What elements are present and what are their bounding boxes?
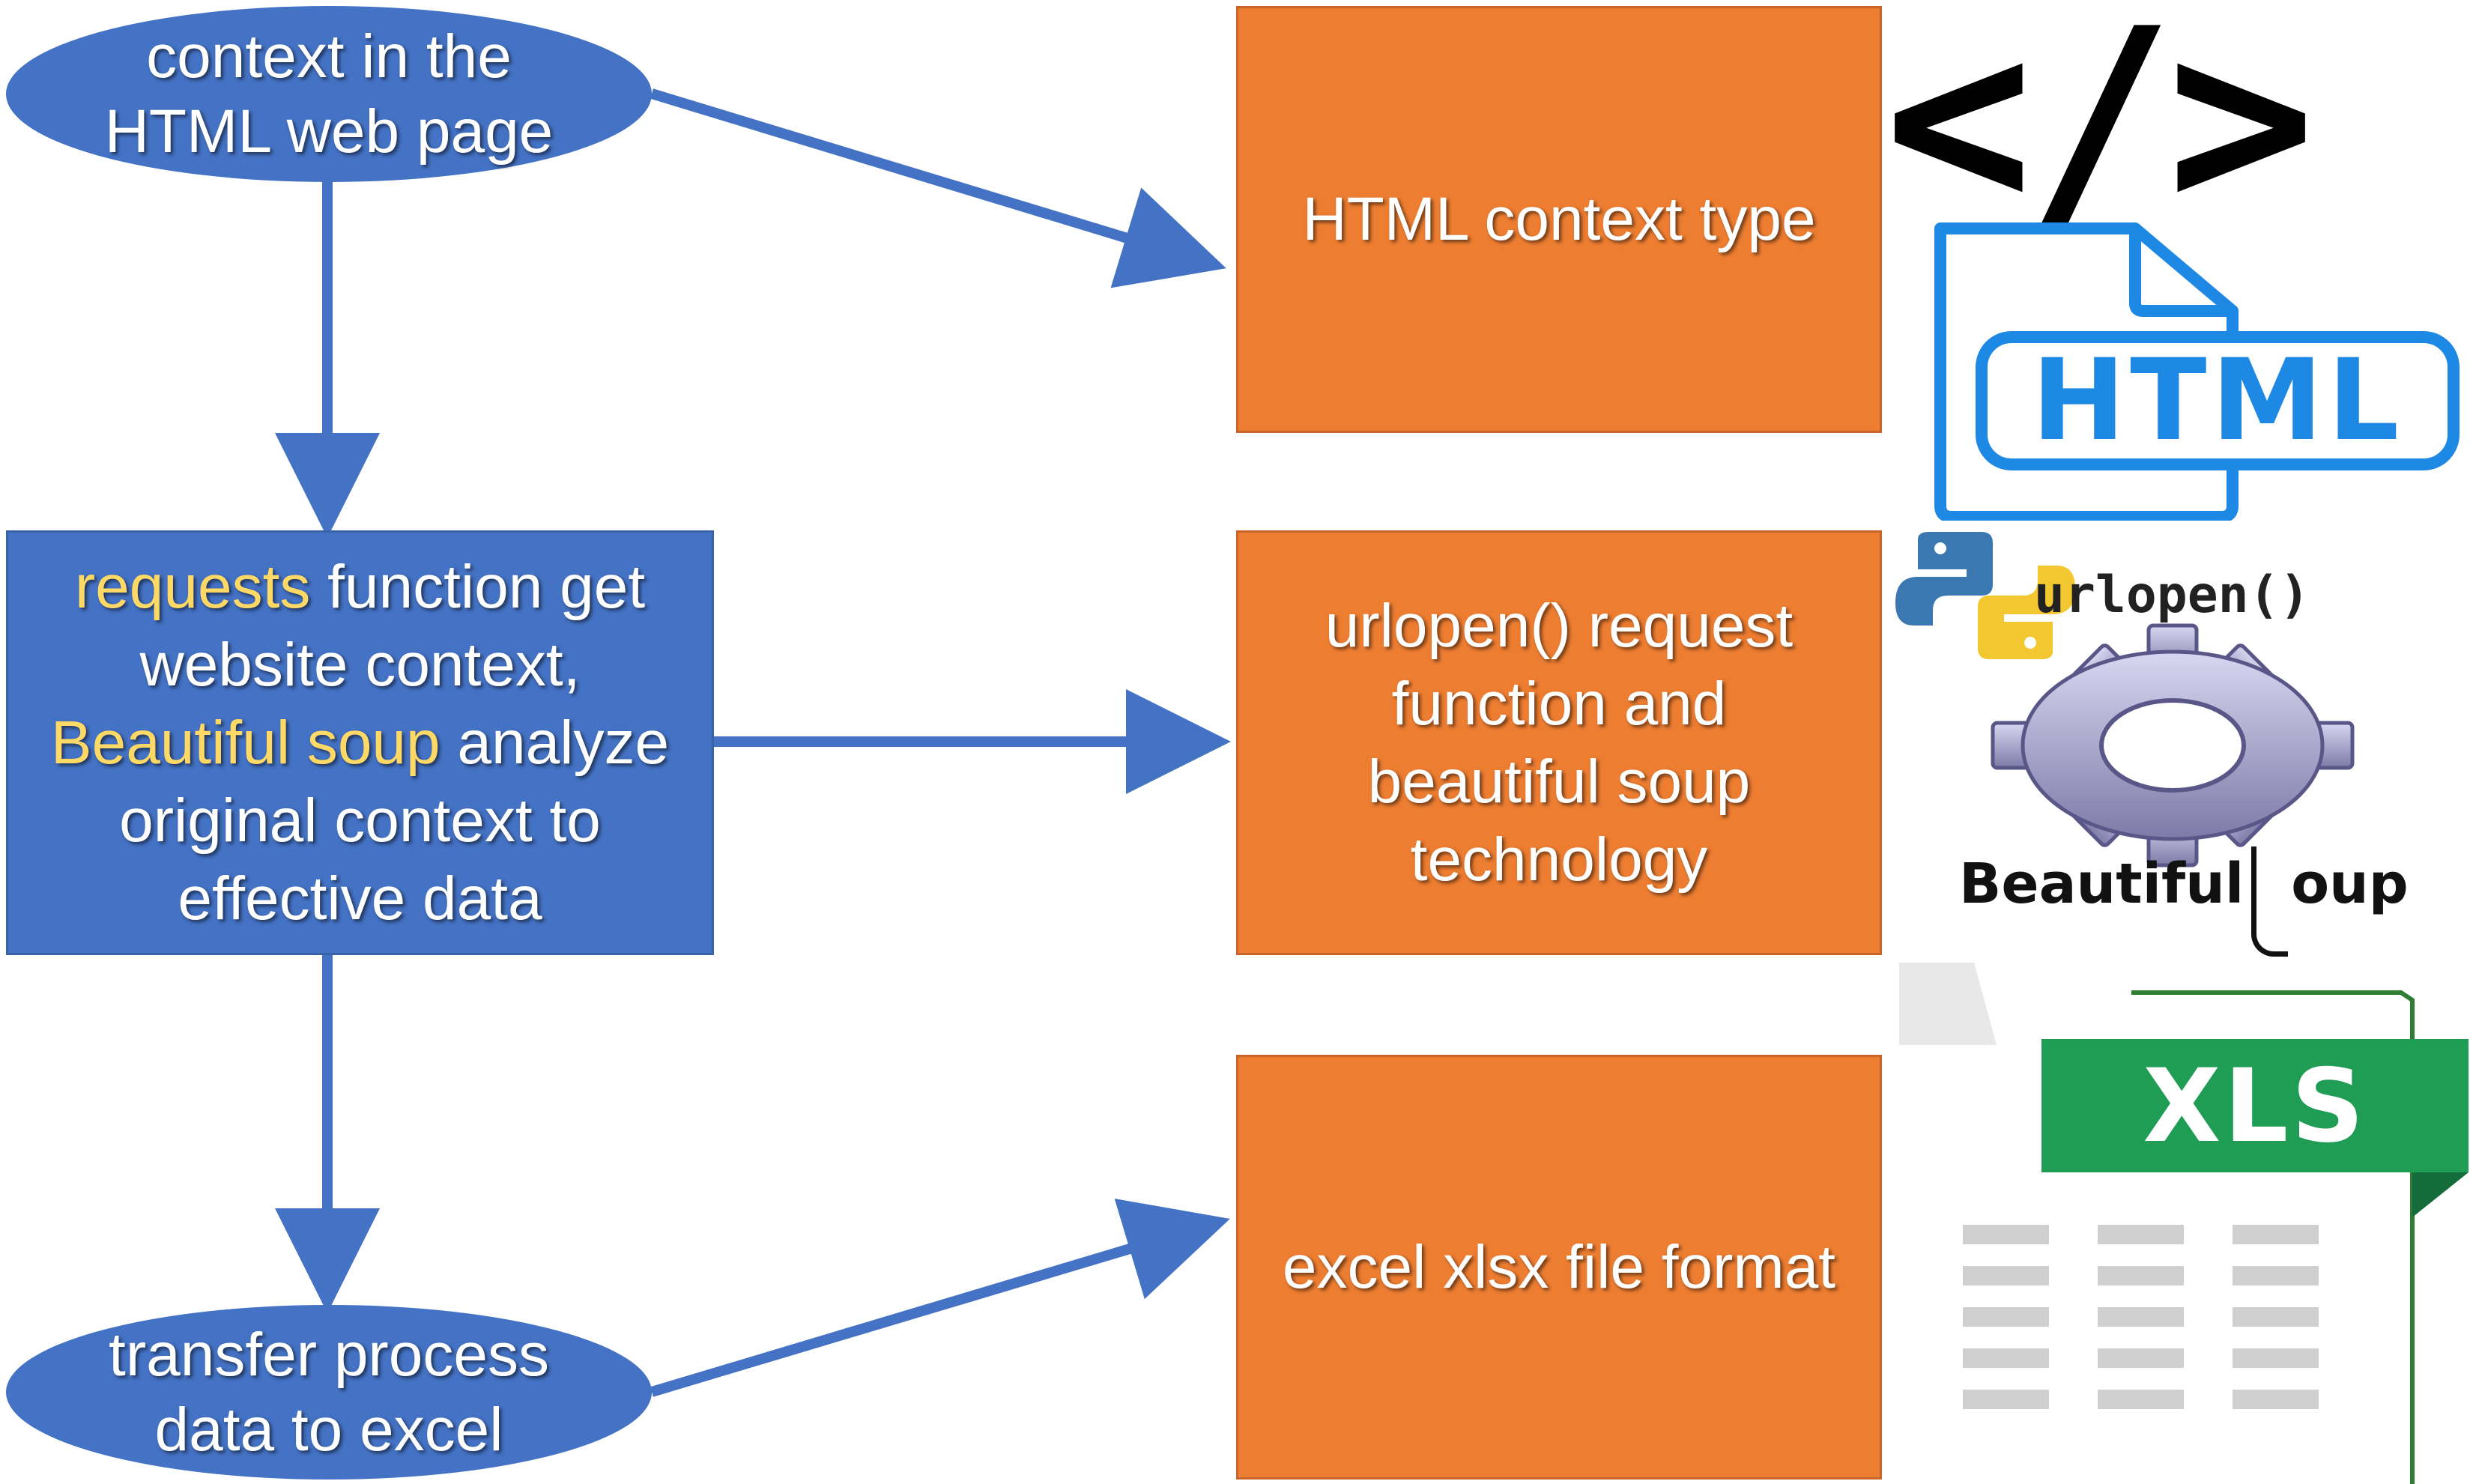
node-context-html-web-page: context in the HTML web page [6,6,652,182]
beautiful-soup-hook-icon [2251,847,2289,957]
node-html-context-type-text: HTML context type [1302,185,1816,253]
node-urlopen-line4: technology [1410,825,1708,894]
node-urlopen-line3: beautiful soup [1367,747,1751,816]
html-file-label: HTML [1982,336,2454,466]
beautiful-soup-label: Beautiful oup [1959,847,2469,957]
urlopen-label-text: urlopen() [2034,566,2310,625]
node-context-line1: context in the [146,22,512,91]
node-requests-line1: requests function get [51,548,669,626]
node-urlopen-beautiful-soup: urlopen() request function and beautiful… [1236,530,1882,955]
arrow-top-to-html-type [650,88,1226,288]
html-file-label-text: HTML [2031,336,2404,466]
node-requests-line3-rest: analyze [440,708,670,777]
node-excel-xlsx-format: excel xlsx file format [1236,1055,1882,1480]
urlopen-label: urlopen() [2034,562,2394,629]
highlight-beautiful-soup: Beautiful soup [50,708,441,777]
node-requests-line5: effective data [178,864,542,933]
node-urlopen-line2: function and [1391,669,1727,738]
code-tag-icon: </> [1884,0,2409,243]
node-html-context-type: HTML context type [1236,6,1882,433]
python-logo-icon [1895,532,2075,659]
node-transfer-to-excel: transfer process data to excel [6,1305,652,1480]
beautiful-soup-label-a: Beautiful [1959,852,2245,916]
node-requests-line2: website context, [139,630,581,699]
node-transfer-line2: data to excel [154,1395,503,1464]
node-context-line2: HTML web page [104,97,554,166]
node-urlopen-line1: urlopen() request [1325,591,1794,660]
arrow-bottom-to-excel [650,1199,1230,1397]
node-requests-line4: original context to [119,786,601,855]
xls-file-icon [1899,963,2469,1484]
code-tag-text: </> [1884,0,2316,264]
html-file-icon [1934,222,2460,521]
node-excel-xlsx-text: excel xlsx file format [1282,1232,1836,1301]
beautiful-soup-label-b: oup [2291,852,2409,916]
node-requests-line1-rest: function get [310,552,646,621]
xls-label: XLS [2041,1039,2469,1172]
node-requests-beautiful-soup: requests function get website context, B… [6,530,714,955]
xls-label-text: XLS [2143,1047,2367,1165]
node-requests-line3: Beautiful soup analyze [51,704,669,782]
beautiful-soup-gear-icon [1991,623,2355,867]
highlight-requests: requests [74,552,311,621]
node-transfer-line1: transfer process [109,1320,549,1389]
